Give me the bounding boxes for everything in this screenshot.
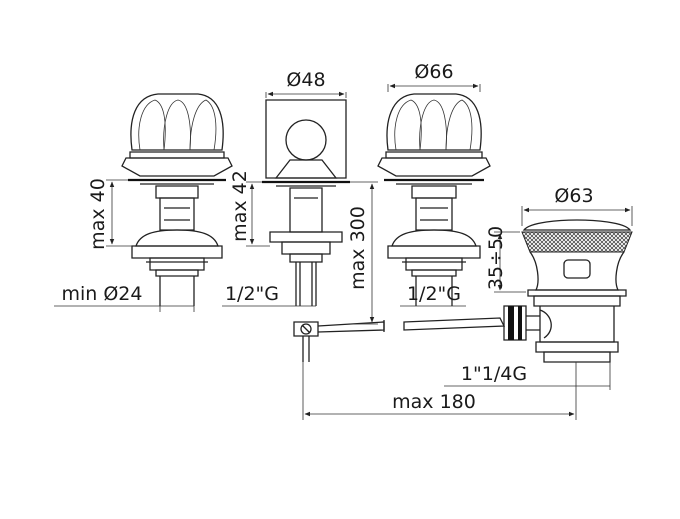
label-g114: 1"1/4G — [461, 363, 527, 385]
dimension-max40: max 40 — [87, 178, 132, 250]
dimension-max300: max 300 — [347, 181, 378, 325]
dimension-g114: 1"1/4G — [444, 362, 611, 390]
dimension-d66: Ø66 — [387, 61, 481, 92]
center-spout — [262, 99, 350, 306]
label-max40: max 40 — [87, 178, 109, 250]
waste-cap — [522, 219, 632, 231]
left-valve — [121, 93, 233, 306]
left-valve-body — [131, 185, 223, 306]
label-half-g-right: 1/2"G — [407, 283, 461, 305]
label-d48: Ø48 — [286, 69, 325, 91]
dimension-range3550: 35÷50 — [485, 226, 526, 293]
dimension-max180: max 180 — [302, 362, 577, 420]
right-valve — [377, 93, 491, 306]
label-max180: max 180 — [392, 391, 476, 413]
label-half-g-center: 1/2"G — [225, 283, 279, 305]
dimension-d63: Ø63 — [521, 185, 633, 226]
dimension-d48: Ø48 — [265, 69, 347, 98]
pull-rod — [293, 317, 506, 362]
popup-waste — [503, 219, 633, 363]
right-valve-body — [387, 185, 481, 306]
dimension-half-g-right: 1/2"G — [400, 283, 466, 307]
label-max42: max 42 — [229, 170, 251, 242]
label-min24: min Ø24 — [61, 283, 142, 305]
dimension-max42: max 42 — [229, 170, 270, 247]
waste-knurl — [521, 231, 633, 253]
left-valve-handle — [121, 93, 233, 185]
spout-outline — [265, 99, 347, 179]
label-max300: max 300 — [347, 206, 369, 290]
label-d66: Ø66 — [414, 61, 453, 83]
label-d63: Ø63 — [554, 185, 593, 207]
dimension-half-g-center: 1/2"G — [222, 283, 316, 307]
right-valve-handle — [377, 93, 491, 185]
dimension-min24: min Ø24 — [54, 283, 195, 312]
label-range3550: 35÷50 — [485, 226, 507, 290]
